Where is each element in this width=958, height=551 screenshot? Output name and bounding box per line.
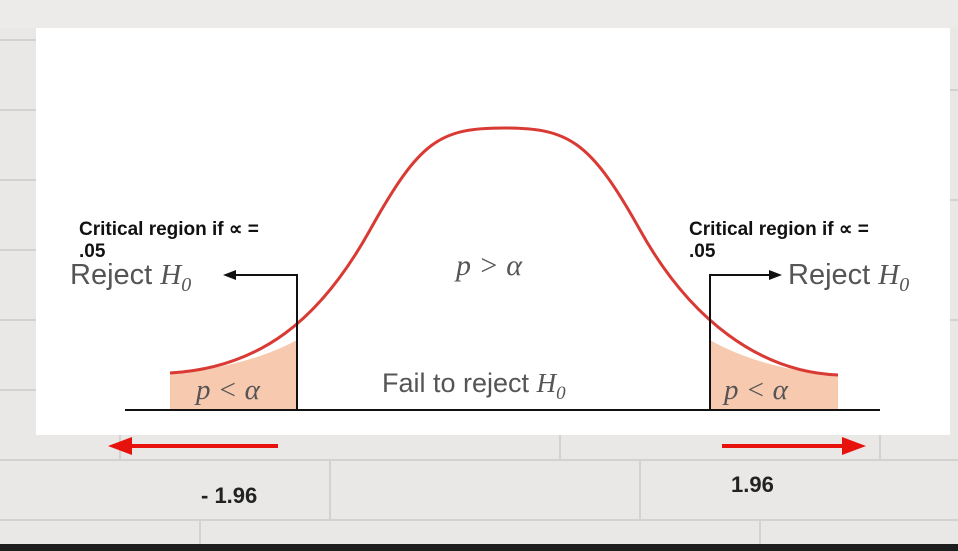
- left-reject-arrowhead: [223, 270, 236, 280]
- right-reject-arrowhead: [769, 270, 782, 280]
- center-p-greater-alpha-label: p > α: [454, 249, 523, 282]
- right-critical-value: 1.96: [731, 472, 774, 497]
- left-tail-p-less-alpha-label: p < α: [194, 374, 261, 406]
- left-critical-region-line2: .05: [79, 241, 106, 262]
- right-red-arrowhead: [842, 437, 866, 455]
- left-critical-region-label: Critical region if ∝ = .05: [79, 218, 259, 264]
- fail-to-reject-label: Fail to reject H0: [382, 368, 566, 404]
- right-tail-shade: [710, 340, 838, 410]
- diagram-panel: [36, 28, 950, 435]
- right-critical-boundary-line: [709, 274, 770, 410]
- right-tail-p-less-alpha-label: p < α: [722, 374, 789, 406]
- left-critical-region-line1: Critical region if ∝ =: [79, 219, 259, 240]
- right-critical-region-line2: .05: [689, 241, 716, 262]
- bell-curve: [169, 126, 839, 377]
- left-critical-value: - 1.96: [201, 483, 258, 508]
- right-critical-region-line1: Critical region if ∝ =: [689, 219, 869, 240]
- right-critical-region-label: Critical region if ∝ = .05: [689, 218, 869, 264]
- right-reject-label: Reject H0: [788, 259, 909, 296]
- left-critical-boundary-line: [235, 274, 298, 410]
- bottom-dark-bar: [0, 544, 958, 551]
- left-reject-label: Reject H0: [70, 259, 191, 296]
- left-tail-shade: [170, 340, 297, 410]
- left-red-arrowhead: [108, 437, 132, 455]
